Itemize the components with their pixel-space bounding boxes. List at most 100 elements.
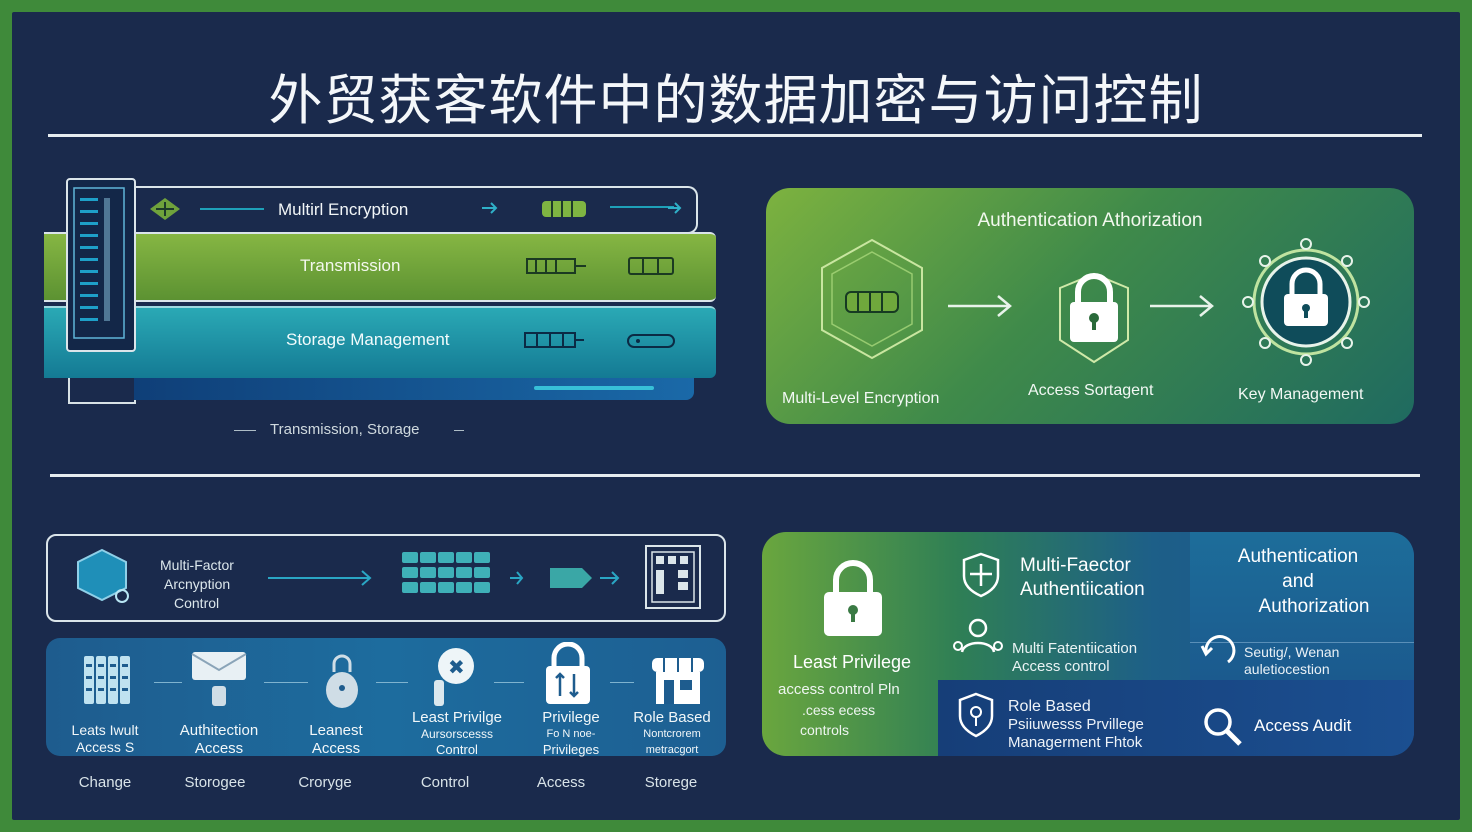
row1-link-2 bbox=[610, 206, 674, 208]
encryption-caption: Transmission, Storage bbox=[270, 421, 420, 438]
mfa-desc: Multi Fatentiication Access control bbox=[1012, 640, 1137, 676]
building-icon bbox=[642, 544, 704, 610]
auth-title-2: and bbox=[1282, 571, 1314, 592]
mfa-label-line2: Arcnyption bbox=[164, 576, 231, 592]
padlock-round-icon bbox=[322, 652, 362, 710]
storage-band bbox=[44, 306, 716, 378]
least-privilege-desc-3: controls bbox=[800, 722, 850, 738]
mfa-desc-2: Access control bbox=[1012, 658, 1110, 675]
padlock-arrows-icon bbox=[540, 642, 596, 708]
frame: 外贸获客软件中的数据加密与访问控制 Multirl Encryption Tra… bbox=[12, 12, 1460, 820]
auth-step-2: Access Sortagent bbox=[1028, 382, 1154, 399]
access-item-6-line2: Nontcrorem bbox=[643, 728, 701, 740]
padlock-icon bbox=[820, 560, 886, 638]
key-grid-icon bbox=[400, 550, 494, 598]
auth-panel: Authentication Athorization bbox=[766, 188, 1414, 424]
mfa-desc-1: Multi Fatentiication bbox=[1012, 640, 1138, 657]
title-divider bbox=[48, 134, 1422, 137]
access-item-3-line1: Leanest bbox=[309, 722, 363, 739]
access-caption-2: Storogee bbox=[184, 774, 246, 791]
transmission-band bbox=[44, 232, 716, 302]
access-link-4 bbox=[494, 682, 524, 683]
rbac-text: Role Based Psiiuwesss Prvillege Managerm… bbox=[1008, 698, 1144, 752]
arrow-right-icon-4 bbox=[1148, 292, 1218, 320]
access-item-6-line3: metracgort bbox=[645, 744, 699, 756]
server-icon bbox=[628, 256, 676, 276]
access-item-4-line1: Least Privilge bbox=[411, 709, 503, 726]
shield-key-icon bbox=[956, 692, 996, 738]
shield-icon bbox=[148, 196, 182, 222]
users-network-icon bbox=[950, 616, 1006, 662]
access-item-1-label: Leats Iwult Access S bbox=[50, 722, 160, 756]
auth-desc: Seutig/, Wenan auletiocestion bbox=[1244, 644, 1339, 678]
rbac-title: Role Based bbox=[1008, 698, 1091, 715]
row3-label: Storage Management bbox=[286, 330, 450, 349]
access-item-6-line1: Role Based bbox=[633, 709, 711, 726]
access-link-1 bbox=[154, 682, 182, 683]
cable-icon bbox=[526, 256, 588, 276]
caption-dash-right bbox=[454, 430, 464, 431]
access-item-2-line2: Access bbox=[194, 740, 244, 757]
storefront-icon bbox=[650, 654, 706, 706]
access-item-5-label: Privilege Fo N noe- Privileges bbox=[516, 710, 626, 758]
row2-label: Transmission bbox=[300, 256, 401, 275]
arrow-right-icon-6 bbox=[508, 568, 528, 588]
access-item-1-line1: Leats Iwult bbox=[71, 722, 139, 738]
access-panel: ✖ Leats Iwult Access S Authitection Acce… bbox=[46, 638, 726, 758]
access-item-2-line1: Authitection bbox=[179, 722, 259, 739]
envelope-icon bbox=[190, 650, 248, 710]
access-item-3-label: Leanest Access bbox=[286, 722, 386, 758]
arrow-right-icon-3 bbox=[946, 292, 1016, 320]
access-item-2-label: Authitection Access bbox=[164, 722, 274, 758]
access-item-4-line2: Aursorscesss bbox=[420, 727, 494, 741]
hexagon-key-icon bbox=[74, 546, 138, 610]
access-caption-1: Change bbox=[78, 774, 132, 791]
drive-icon bbox=[624, 332, 680, 350]
access-link-3 bbox=[376, 682, 408, 683]
base-glow bbox=[534, 386, 654, 390]
access-item-4-line3: Control bbox=[436, 742, 478, 757]
shield-plus-icon bbox=[960, 552, 1002, 598]
encryption-row-outline bbox=[134, 186, 698, 234]
mfa-label-line1: Multi-Factor bbox=[160, 557, 234, 573]
access-link-5 bbox=[610, 682, 634, 683]
access-caption-3: Croryge bbox=[298, 774, 352, 791]
caption-dash-left bbox=[234, 430, 256, 431]
arrow-right-icon-2 bbox=[666, 200, 684, 216]
auth-desc-2: auletiocestion bbox=[1244, 661, 1330, 677]
base-band bbox=[134, 378, 694, 400]
access-caption-4: Control bbox=[420, 774, 470, 791]
auth-divider bbox=[1190, 642, 1414, 643]
tag-icon bbox=[548, 564, 624, 592]
access-item-5-line1: Privilege bbox=[542, 709, 600, 726]
access-item-4-label: Least Privilge Aursorscesss Control bbox=[392, 710, 522, 758]
access-item-5-line3: Privileges bbox=[542, 742, 600, 757]
arrow-right-icon bbox=[480, 200, 500, 216]
mfa-title: Multi-Faector Authentiication bbox=[1020, 554, 1145, 602]
server-stack-icon bbox=[82, 654, 134, 708]
least-privilege-desc-1: access control Pln bbox=[778, 681, 900, 698]
magnifier-icon bbox=[1200, 704, 1244, 746]
auth-title-1: Authentication bbox=[1237, 546, 1359, 567]
encryption-panel: Multirl Encryption Transmission Storage … bbox=[44, 178, 734, 448]
disk-array-icon bbox=[524, 330, 586, 350]
least-privilege-desc-2: .cess ecess bbox=[802, 702, 876, 718]
battery-icon bbox=[540, 198, 590, 220]
auth-title: Authentication and Authorization bbox=[1190, 544, 1406, 619]
rbac-desc-1: Psiiuwesss Prvillege bbox=[1008, 716, 1144, 733]
page-title: 外贸获客软件中的数据加密与访问控制 bbox=[268, 69, 1204, 132]
rbac-audit-band bbox=[938, 680, 1414, 756]
key-management-icon bbox=[1236, 234, 1376, 370]
row1-link bbox=[200, 208, 264, 210]
access-item-6-label: Role Based Nontcrorem metracgort bbox=[620, 710, 724, 758]
mfa-label: Multi-Factor Arcnyption Control bbox=[160, 556, 234, 613]
access-item-3-line2: Access bbox=[311, 740, 361, 757]
policy-panel: Least Privilege access control Pln .cess… bbox=[762, 532, 1414, 756]
auth-step-1: Multi-Level Encryption bbox=[782, 390, 940, 407]
least-privilege-desc: access control Pln .cess ecess controls bbox=[778, 680, 900, 740]
row1-label: Multirl Encryption bbox=[278, 200, 409, 219]
hexagon-encryption-icon bbox=[812, 234, 932, 364]
auth-panel-title: Authentication Athorization bbox=[977, 210, 1203, 231]
access-item-5-line2: Fo N noe- bbox=[546, 728, 596, 740]
sync-gear-icon bbox=[1198, 628, 1238, 670]
